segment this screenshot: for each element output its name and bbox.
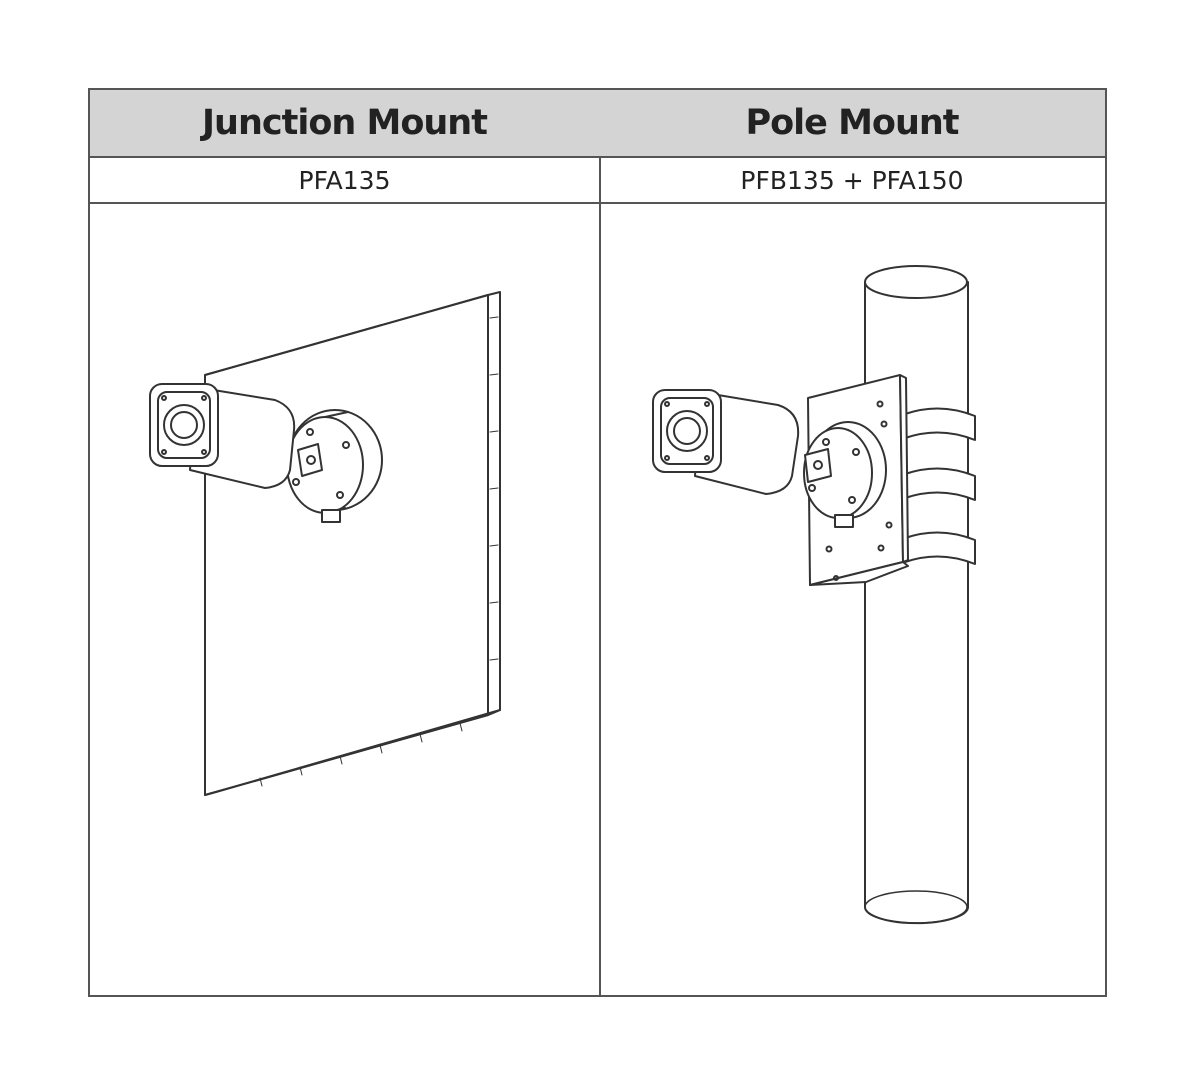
wall-panel <box>204 291 501 796</box>
pole-camera <box>652 389 887 528</box>
pole-mount-column: Pole Mount PFB135 + PFA150 <box>599 90 1105 995</box>
mount-table: Junction Mount PFA135 Pole Mount PFB135 … <box>88 88 1107 997</box>
pole-mount-header: Pole Mount <box>599 90 1105 158</box>
junction-mount-column: Junction Mount PFA135 <box>90 90 601 995</box>
junction-mount-model: PFA135 <box>90 158 599 204</box>
junction-camera <box>149 383 383 523</box>
pole <box>864 265 969 925</box>
pole-clamps <box>904 407 976 565</box>
pole-mount-model: PFB135 + PFA150 <box>599 158 1105 204</box>
junction-mount-header: Junction Mount <box>90 90 599 158</box>
